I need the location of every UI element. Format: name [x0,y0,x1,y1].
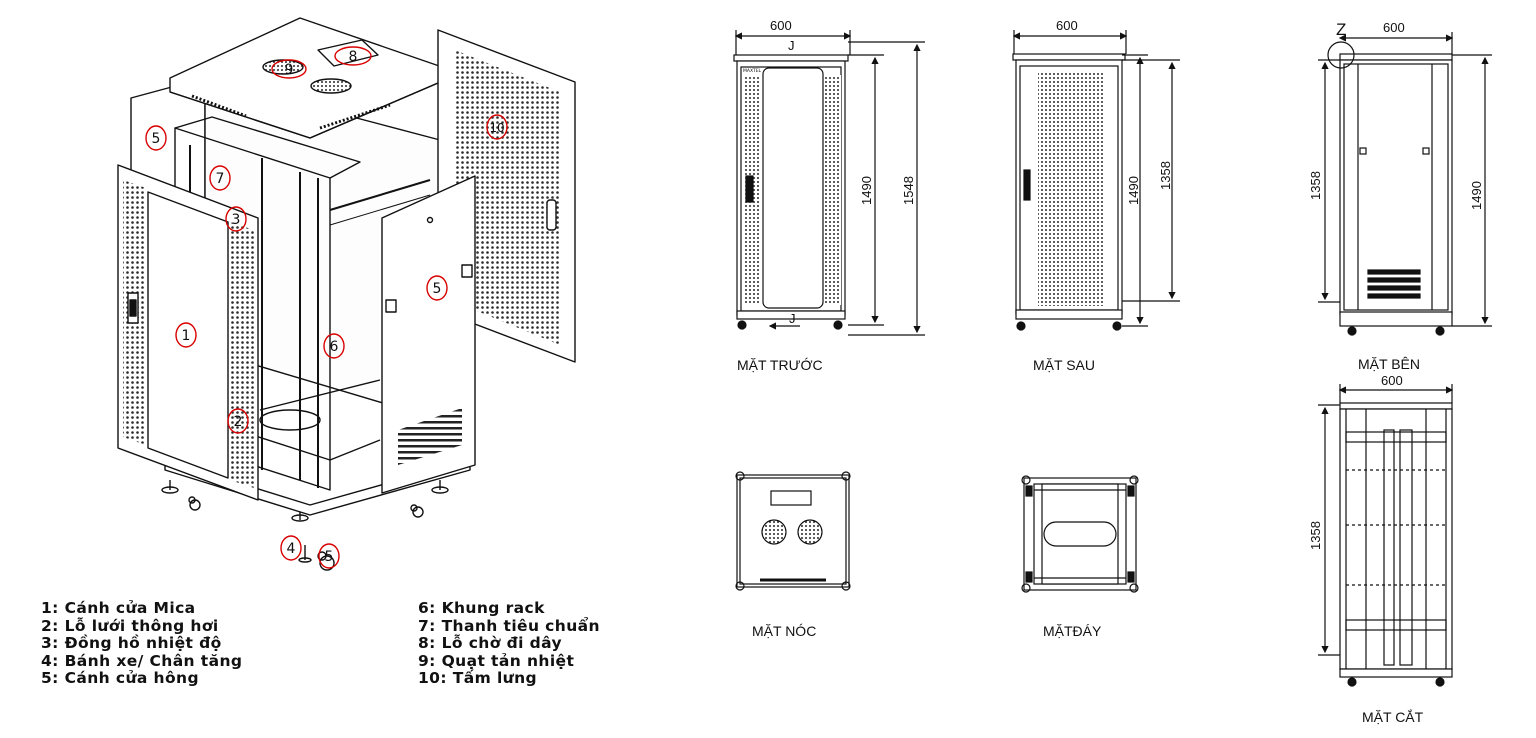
fan-hole-1 [262,59,304,75]
legend-item-2: 2: Lỗ lưới thông hơi [41,616,219,635]
callout-9: 9 [285,62,294,78]
exploded-cabinet-view [117,17,576,571]
legend-left: 1: Cánh cửa Mica 2: Lỗ lưới thông hơi 3:… [41,599,243,688]
front-height-dim-1490: 1490 [859,176,874,205]
back-view [1012,30,1180,331]
caster-wheels [161,480,449,571]
callout-5a: 5 [152,131,161,147]
front-view-label: MẶT TRƯỚC [737,357,823,373]
side-view [1318,32,1492,336]
callout-8: 8 [349,49,358,65]
callout-5c: 5 [325,549,334,565]
section-view-label: MẶT CẮT [1362,708,1424,725]
callout-6: 6 [330,339,339,355]
callout-10: 10 [489,121,504,135]
callouts [145,46,508,569]
callout-2: 2 [234,414,243,430]
section-width-dim: 600 [1381,373,1403,388]
back-height-dim-1490: 1490 [1126,176,1141,205]
legend-right: 6: Khung rack 7: Thanh tiêu chuẩn 8: Lỗ … [418,599,600,688]
top-view [735,471,851,591]
bottom-view [1021,475,1139,593]
front-mark-j: J [788,38,795,53]
callout-7: 7 [216,171,225,187]
side-height-dim-1358: 1358 [1308,171,1323,200]
front-height-dim-1548: 1548 [901,176,916,205]
callout-4: 4 [287,541,296,557]
legend-item-5: 5: Cánh cửa hông [41,669,199,687]
legend-item-1: 1: Cánh cửa Mica [41,599,196,617]
callout-3: 3 [232,212,241,228]
legend-item-4: 4: Bánh xe/ Chân tăng [41,651,243,670]
cable-slot [317,39,379,67]
callout-5b: 5 [433,281,442,297]
legend-item-6: 6: Khung rack [418,599,545,617]
fan-hole-2 [310,78,352,94]
back-width-dim: 600 [1056,18,1078,33]
top-view-label: MẶT NÓC [752,623,816,639]
front-view [733,30,925,336]
side-mark-z: Z [1336,20,1346,39]
callout-numbers: 5 7 3 1 2 6 5 10 4 5 8 9 [152,49,505,565]
side-width-dim: 600 [1383,20,1405,35]
front-width-dim: 600 [770,18,792,33]
section-view [1318,384,1454,687]
back-view-label: MẶT SAU [1033,357,1095,373]
legend-item-8: 8: Lỗ chờ đi dây [418,634,562,652]
legend-item-7: 7: Thanh tiêu chuẩn [418,616,600,635]
front-mark-j-bottom: J [789,311,796,326]
side-view-label: MẶT BÊN [1358,356,1420,372]
callout-1: 1 [182,328,191,344]
side-height-dim-1490: 1490 [1469,181,1484,210]
bottom-view-label: MẶTĐÁY [1043,623,1102,639]
front-brand: MAXTEL [743,68,762,74]
section-height-dim: 1358 [1308,521,1323,550]
back-height-dim-1358: 1358 [1158,161,1173,190]
legend-item-10: 10: Tấm lưng [418,669,538,687]
legend-item-9: 9: Quạt tản nhiệt [418,651,575,670]
legend-item-3: 3: Đồng hồ nhiệt độ [41,634,222,652]
